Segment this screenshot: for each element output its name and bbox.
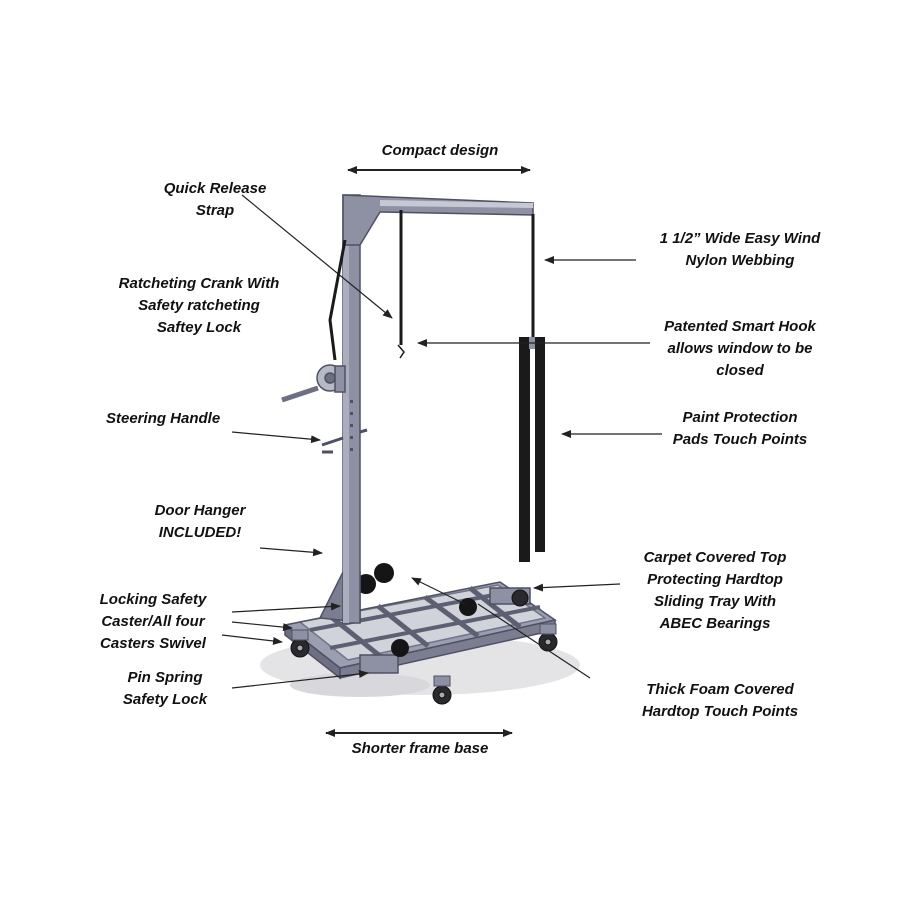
foam-touch-points [356, 563, 477, 657]
steering-handle [321, 428, 368, 454]
compact-design-label: Compact design [381, 142, 499, 159]
dimension-arrows [325, 166, 531, 737]
leader-foam-points [477, 603, 591, 679]
leader-caster-2 [231, 621, 293, 632]
paint-protection-pads [519, 337, 545, 562]
pin-spring-label: Pin Spring Safety Lock [122, 669, 208, 708]
leader-pin-spring [231, 670, 369, 689]
leader-foam-points-2 [411, 577, 466, 605]
leader-caster-3 [221, 634, 283, 645]
smart-hook-label: Patented Smart Hook allows window to be … [664, 318, 816, 379]
foam-touch-points-label: Thick Foam Covered Hardtop Touch Points [641, 681, 799, 720]
leader-steering [231, 431, 321, 444]
paint-protection-label: Paint Protection Pads Touch Points [672, 409, 808, 448]
leader-door-hanger [259, 547, 323, 557]
shorter-frame-base-label: Shorter frame base [351, 740, 489, 757]
leader-caster-1 [231, 602, 341, 613]
mast [318, 194, 361, 624]
ratcheting-crank [281, 364, 346, 403]
boom-arm [342, 194, 534, 246]
door-hanger-label: Door Hanger INCLUDED! [154, 502, 246, 541]
leader-quick-release [241, 194, 393, 319]
locking-safety-caster-label: Locking Safety Caster/All four Casters S… [99, 591, 207, 652]
base-frame [283, 581, 557, 680]
quick-release-strap-label: Quick Release Strap [163, 180, 267, 219]
webbing-straps [328, 210, 535, 361]
caster-wheels [290, 589, 558, 705]
nylon-webbing-label: 1 1/2” Wide Easy Wind Nylon Webbing [659, 230, 821, 269]
steering-handle-label: Steering Handle [106, 410, 221, 427]
carpet-tray-label: Carpet Covered Top Protecting Hardtop Sl… [643, 549, 787, 632]
leader-carpet-tray [533, 583, 621, 592]
leader-lines [221, 194, 662, 689]
ratcheting-crank-label: Ratcheting Crank With Safety ratcheting … [118, 275, 280, 336]
